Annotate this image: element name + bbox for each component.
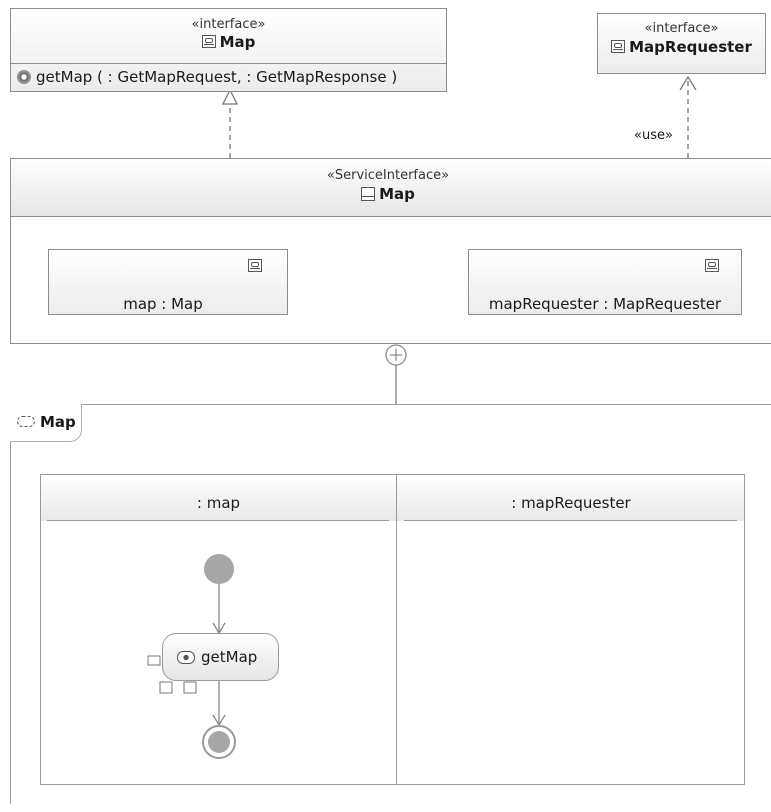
initial-node <box>204 554 234 584</box>
map-interface-class[interactable]: «interface» Map getMap ( : GetMapRequest… <box>10 8 447 92</box>
operation-row[interactable]: getMap ( : GetMapRequest, : GetMapRespon… <box>17 68 397 86</box>
lane-map-underline <box>47 520 389 521</box>
input-pin <box>147 655 161 666</box>
interface-icon <box>611 40 626 53</box>
map-interface-name: Map <box>219 33 256 51</box>
operation-gear-icon <box>17 70 31 84</box>
lane-map-label: : map <box>196 494 241 512</box>
realization-arrowhead <box>221 88 239 105</box>
service-interface-stereotype: «ServiceInterface» <box>326 168 450 183</box>
lane-map-requester-underline <box>404 520 737 521</box>
part-interface-icon <box>705 259 719 272</box>
part-interface-icon <box>248 259 262 272</box>
operation-label: getMap ( : GetMapRequest, : GetMapRespon… <box>36 68 398 86</box>
part-map-label: map : Map <box>123 295 203 313</box>
map-requester-name: MapRequester <box>629 38 752 56</box>
activity-name-tab: Map <box>10 404 82 442</box>
map-interface-stereotype: «interface» <box>191 17 266 32</box>
interface-icon <box>201 35 216 48</box>
part-map-requester[interactable]: mapRequester : MapRequester <box>468 249 742 315</box>
service-interface-name: Map <box>379 185 415 203</box>
activity-icon <box>17 416 35 427</box>
service-interface-header: «ServiceInterface» Map <box>11 159 771 217</box>
part-map-requester-label: mapRequester : MapRequester <box>488 295 722 313</box>
action-getmap-label: getMap <box>201 648 258 666</box>
map-requester-interface-class[interactable]: «interface» MapRequester <box>597 13 766 74</box>
output-pin-1 <box>159 681 173 694</box>
swimlane-header-band <box>41 475 744 521</box>
action-getmap[interactable]: getMap <box>162 633 279 681</box>
swimlane-divider <box>396 474 397 785</box>
activity-name: Map <box>40 413 76 431</box>
map-requester-stereotype: «interface» <box>644 21 719 36</box>
swimlane-partition <box>40 474 745 785</box>
call-operation-icon <box>177 651 195 664</box>
part-map[interactable]: map : Map <box>48 249 288 315</box>
lane-map-requester-label: : mapRequester <box>511 494 631 512</box>
output-pin-2 <box>183 681 197 694</box>
attribute-divider <box>11 63 446 64</box>
use-label: «use» <box>634 128 673 143</box>
service-interface-icon <box>361 187 376 201</box>
use-arrowhead <box>679 75 697 91</box>
